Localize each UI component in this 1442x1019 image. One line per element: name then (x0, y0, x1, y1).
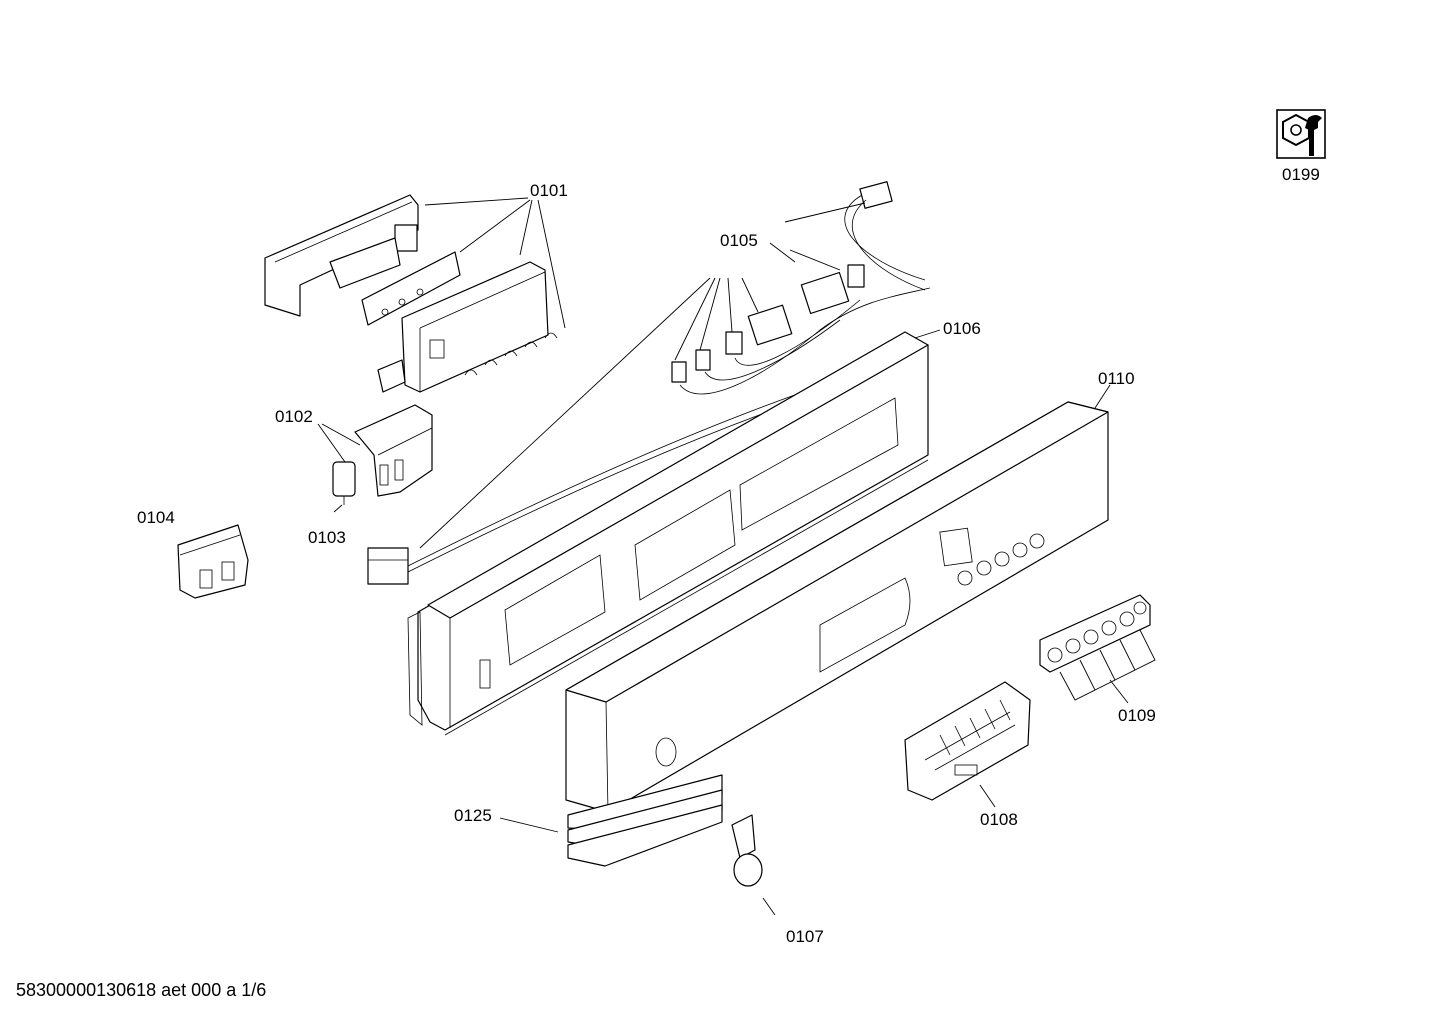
label-0125: 0125 (454, 806, 492, 825)
part-0101-electronic-module[interactable] (264, 194, 558, 393)
part-0103-cap[interactable] (332, 461, 356, 505)
label-0102: 0102 (275, 407, 313, 426)
label-0109: 0109 (1118, 706, 1156, 725)
label-0104: 0104 (137, 508, 175, 527)
label-0106: 0106 (943, 319, 981, 338)
part-0110-fascia-panel[interactable] (565, 401, 1109, 813)
label-0103: 0103 (308, 528, 346, 547)
part-0108-door-handle[interactable] (904, 681, 1031, 801)
part-0104-relay[interactable] (177, 524, 249, 599)
wrench-nut-icon (1276, 109, 1326, 159)
part-0107-latch-knob[interactable] (731, 814, 763, 887)
part-0125-insulation-strips[interactable] (567, 774, 723, 867)
label-0101: 0101 (530, 181, 568, 200)
label-0110: 0110 (1098, 369, 1135, 388)
part-0106-control-panel-frame[interactable] (407, 331, 929, 736)
part-0102-main-switch[interactable] (354, 404, 433, 497)
document-footer-code: 58300000130618 aet 000 a 1/6 (16, 980, 267, 1000)
label-0105: 0105 (720, 231, 758, 250)
label-0199: 0199 (1282, 165, 1320, 184)
part-0109-button-strip[interactable] (1039, 594, 1151, 673)
label-0108: 0108 (980, 810, 1018, 829)
label-0107: 0107 (786, 927, 824, 946)
